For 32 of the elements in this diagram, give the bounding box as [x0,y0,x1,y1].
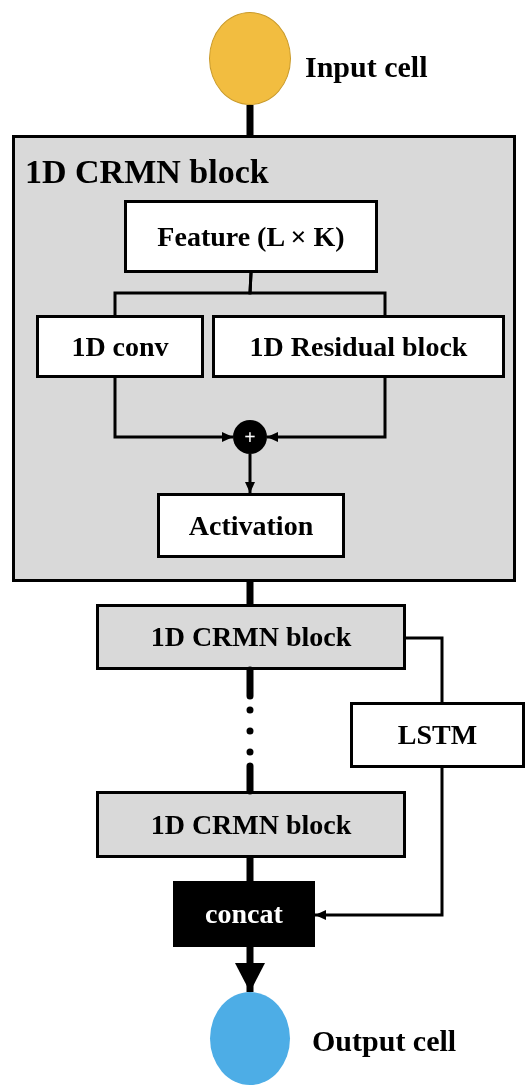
box-label: 1D CRMN block [150,807,352,842]
connector-line [246,666,254,795]
arrow [267,378,387,442]
box-label: Feature (L × K) [157,219,345,254]
arrow [245,454,255,493]
box-label: 1D Residual block [249,329,468,364]
box-label: 1D CRMN block [150,620,352,654]
box-label: 1D conv [71,329,169,364]
connector-line [246,582,254,604]
connector-line [246,858,254,881]
process-box [212,315,505,378]
box-label: LSTM [397,718,478,752]
connector-line [248,272,387,315]
arrow [113,378,233,442]
process-box [350,702,525,768]
block-box [96,791,406,858]
arrow [235,947,265,992]
concat-box [173,881,315,947]
connector-line [406,636,444,702]
block-title: 1D CRMN block [25,152,269,192]
process-box [157,493,345,558]
connector-line [246,105,254,135]
block-box [96,604,406,670]
process-box [36,315,204,378]
node-caption: Output cell [312,1023,457,1059]
arrow [315,768,444,920]
box-label: concat [205,897,283,931]
block-container [12,135,516,582]
node-caption: Input cell [305,49,428,85]
process-box [124,200,378,273]
box-label: + [244,427,256,447]
box-label: Activation [188,508,314,543]
